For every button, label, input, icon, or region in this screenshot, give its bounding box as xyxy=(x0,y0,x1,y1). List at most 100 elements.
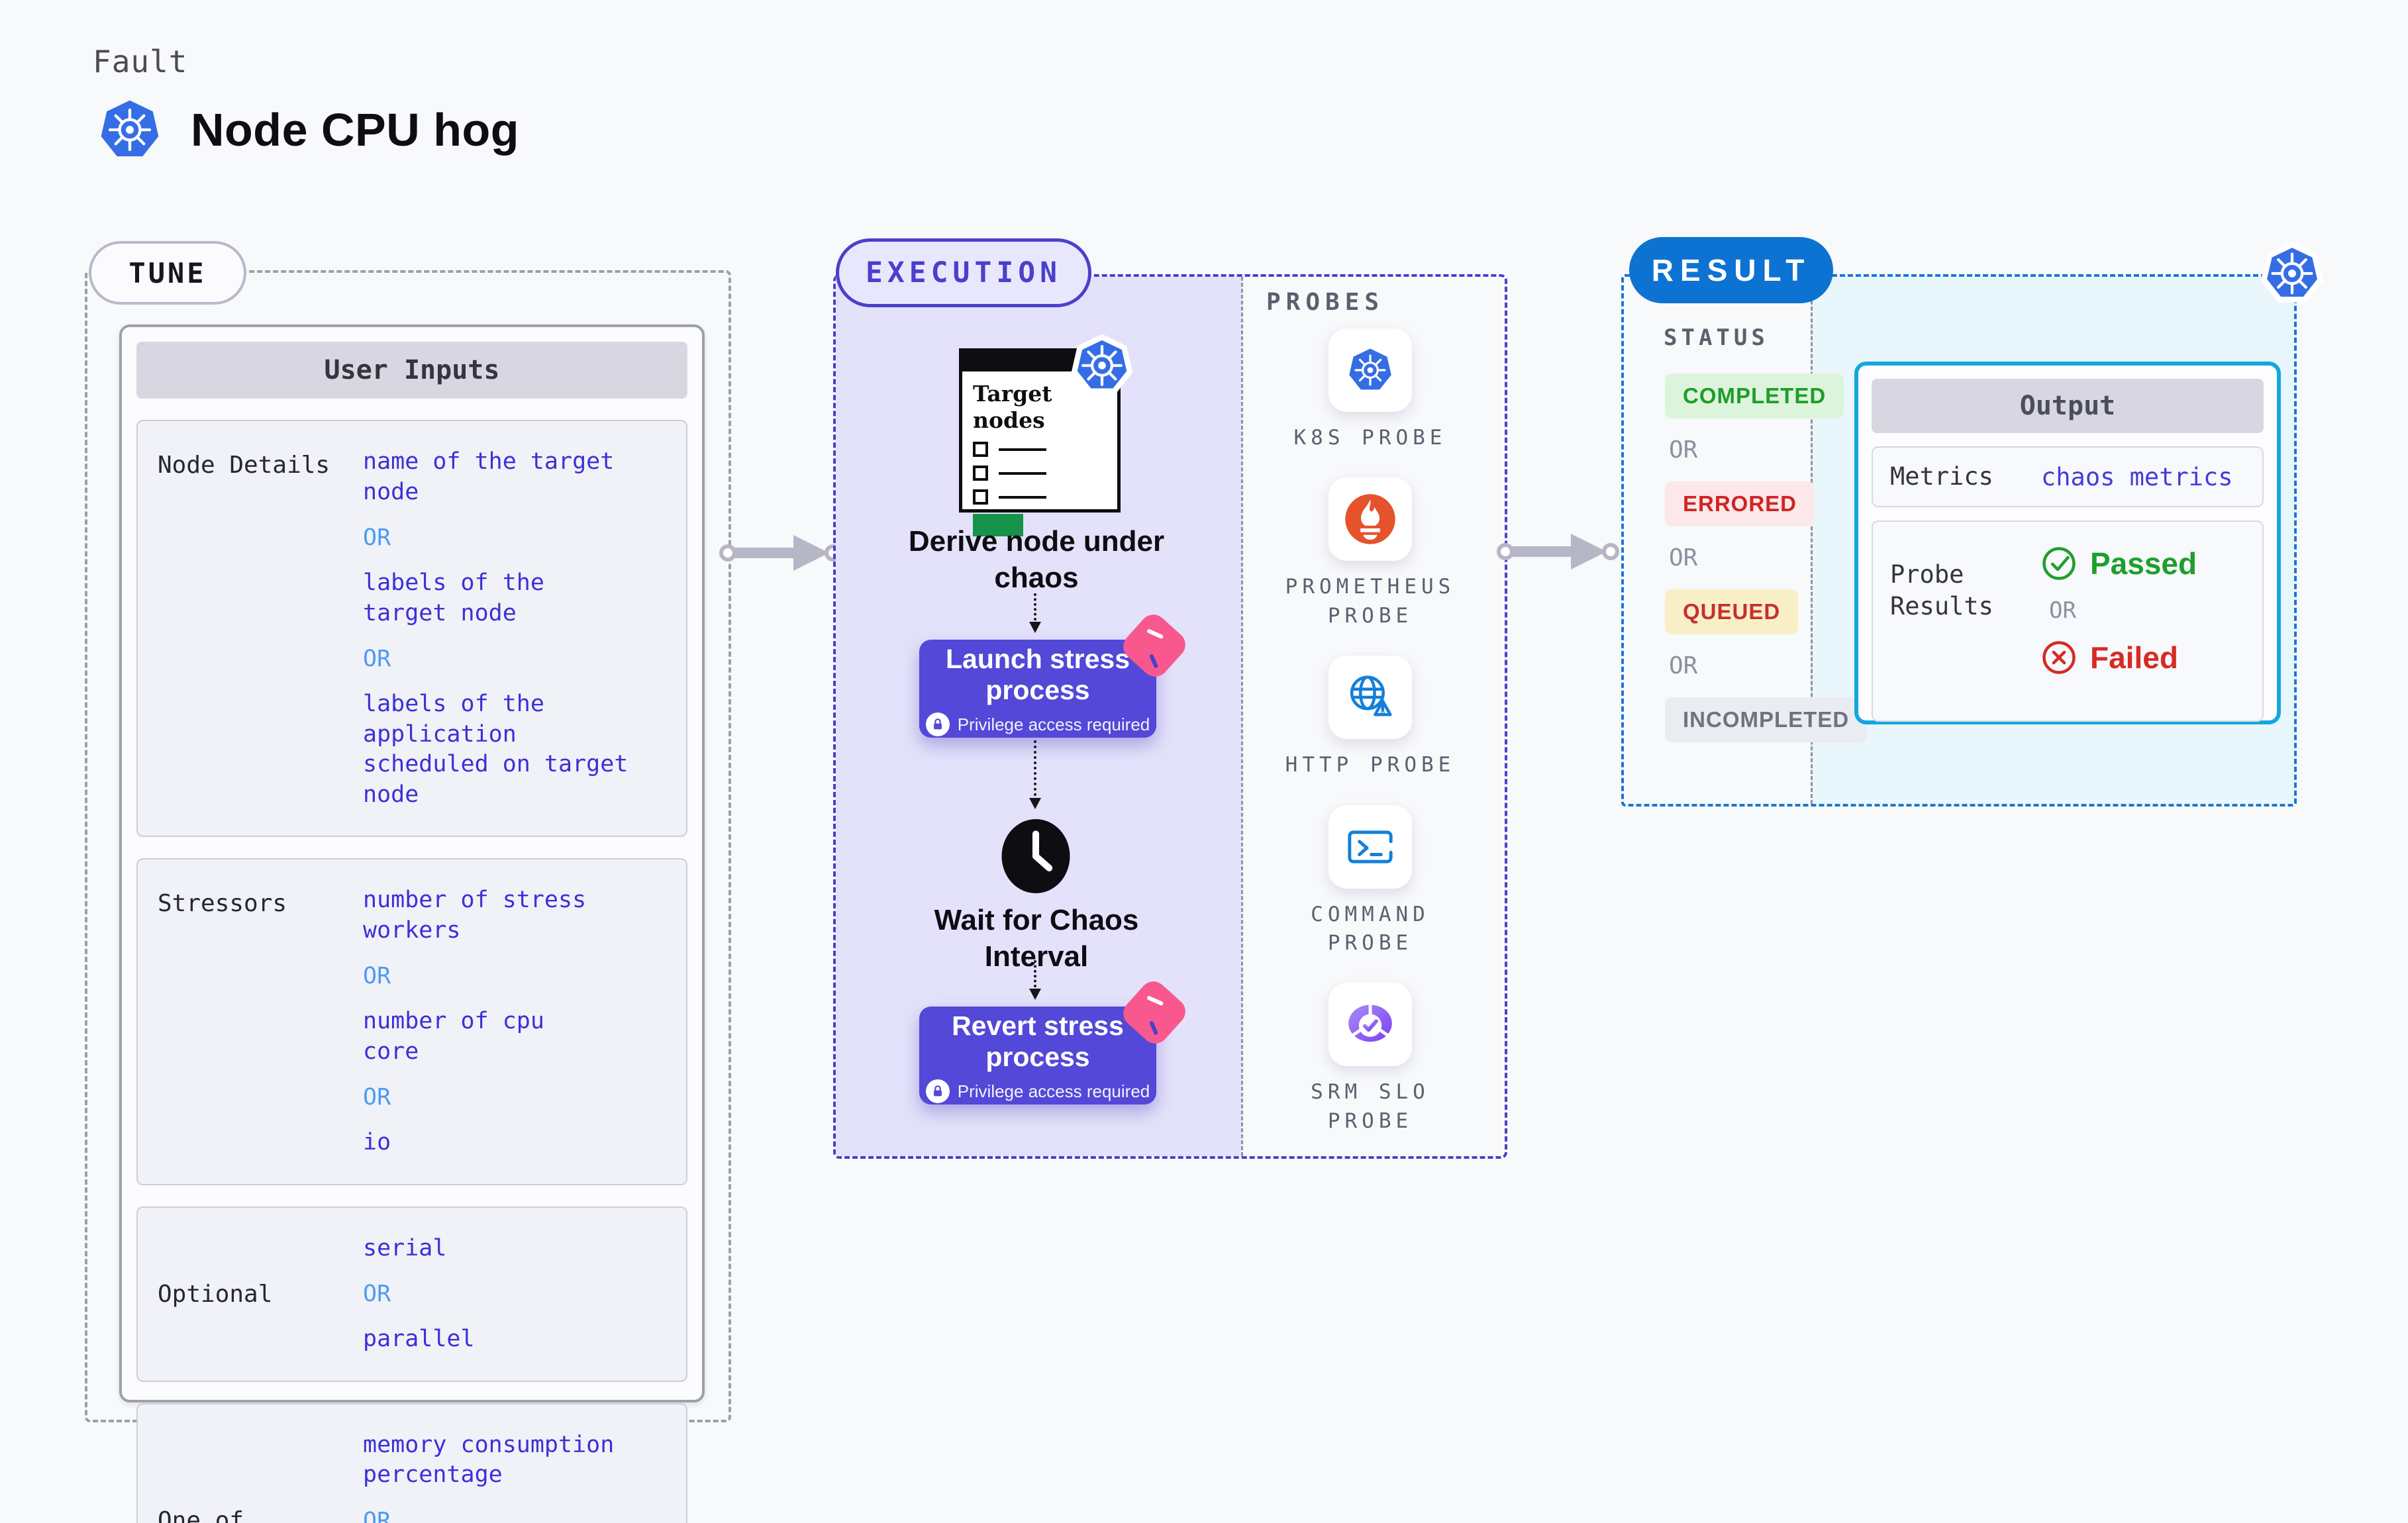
row-label: Optional xyxy=(158,1280,273,1308)
probe-group: SRM SLO PROBE xyxy=(1271,983,1470,1136)
status-badge: COMPLETED xyxy=(1665,373,1844,418)
node-list-item xyxy=(973,442,1107,458)
probes-panel-label: PROBES xyxy=(1266,289,1385,316)
privilege-note: Privilege access required xyxy=(925,1079,1150,1104)
launch-stress-title: Launch stress process xyxy=(946,643,1130,705)
lock-icon xyxy=(925,1079,950,1104)
kubernetes-icon xyxy=(1343,343,1397,397)
input-value: number of stress workers xyxy=(363,887,587,944)
probe-group: PROMETHEUS PROBE xyxy=(1271,477,1470,630)
failed-line: Failed xyxy=(2041,640,2197,675)
http-icon xyxy=(1343,670,1397,724)
x-circle-icon xyxy=(2042,641,2076,674)
title-row: Node CPU hog xyxy=(93,93,519,167)
probe-group: COMMAND PROBE xyxy=(1271,805,1470,958)
kubernetes-icon xyxy=(93,93,167,167)
fault-eyebrow: Fault xyxy=(93,44,188,79)
or-separator: OR xyxy=(363,1281,391,1307)
or-separator: OR xyxy=(2049,597,2076,624)
row-label: Node Details xyxy=(158,452,330,479)
arrow-execution-to-result xyxy=(1497,534,1619,569)
flow-connector xyxy=(1029,593,1041,633)
result-pill: RESULT xyxy=(1629,237,1833,303)
launch-stress-step: Launch stress process Privilege access r… xyxy=(919,640,1156,738)
node-list-item xyxy=(973,489,1107,505)
probe-results-label: Probe Results xyxy=(1890,560,1993,621)
lock-icon xyxy=(925,712,950,737)
revert-stress-title: Revert stress process xyxy=(952,1010,1124,1072)
execution-pill: EXECUTION xyxy=(836,238,1091,307)
input-value: io xyxy=(363,1129,391,1155)
status-label: STATUS xyxy=(1664,324,1769,351)
passed-label: Passed xyxy=(2090,546,2197,581)
probe-card xyxy=(1329,805,1412,889)
or-separator: OR xyxy=(363,963,391,989)
or-separator: OR xyxy=(1669,652,1698,679)
input-value: name of the target node xyxy=(363,448,615,505)
target-nodes-title: Target nodes xyxy=(973,381,1052,433)
or-separator: OR xyxy=(363,524,391,551)
metrics-row: Metrics chaos metrics xyxy=(1872,446,2264,507)
user-inputs-table: User Inputs Node Details name of the targ… xyxy=(119,324,705,1523)
green-button-shape xyxy=(973,514,1023,537)
flow-connector xyxy=(1029,740,1041,809)
probe-card xyxy=(1329,983,1412,1067)
user-inputs-header: User Inputs xyxy=(136,342,687,399)
status-badge: ERRORED xyxy=(1665,481,1815,526)
probe-results-row: Probe Results Passed OR Failed xyxy=(1872,520,2264,722)
metrics-value: chaos metrics xyxy=(2041,462,2233,491)
probe-label: PROMETHEUS PROBE xyxy=(1285,575,1456,628)
probe-label: COMMAND PROBE xyxy=(1311,902,1430,955)
probe-label: SRM SLO PROBE xyxy=(1311,1080,1430,1133)
kubernetes-badge-icon xyxy=(2256,237,2329,310)
probe-card xyxy=(1328,656,1412,740)
input-value: memory consumption percentage xyxy=(363,1431,615,1489)
derive-node-label: Derive node under chaos xyxy=(908,525,1165,594)
wait-chaos-label: Wait for Chaos Interval xyxy=(934,904,1139,973)
probe-card xyxy=(1329,477,1412,562)
probe-card xyxy=(1328,328,1412,412)
probe-group: K8S PROBE xyxy=(1294,328,1447,452)
probe-label: HTTP PROBE xyxy=(1285,753,1456,777)
list-line xyxy=(999,495,1046,499)
or-separator: OR xyxy=(363,1084,391,1110)
probes-list: K8S PROBE PROMETHEUS PROBE HTTP PROBE COMMA… xyxy=(1238,328,1502,1136)
status-badge: INCOMPLETED xyxy=(1665,697,1868,742)
checkbox-icon xyxy=(973,442,988,458)
input-value: parallel xyxy=(363,1326,475,1352)
or-separator: OR xyxy=(1669,544,1698,571)
row-label: Stressors xyxy=(158,890,287,917)
arrow-tune-to-execution xyxy=(719,535,842,571)
checkbox-icon xyxy=(973,466,988,481)
prometheus-icon xyxy=(1343,492,1397,546)
srm-slo-icon xyxy=(1343,997,1397,1052)
status-badge: QUEUED xyxy=(1665,589,1799,634)
probes-divider xyxy=(1241,277,1243,1156)
node-list-item xyxy=(973,466,1107,481)
check-circle-icon xyxy=(2042,547,2076,580)
list-line xyxy=(999,471,1046,475)
failed-label: Failed xyxy=(2090,640,2178,675)
or-separator: OR xyxy=(363,646,391,672)
input-value: labels of the application scheduled on t… xyxy=(363,691,628,808)
passed-line: Passed xyxy=(2041,546,2197,581)
list-line xyxy=(999,448,1046,451)
privilege-note: Privilege access required xyxy=(925,712,1150,737)
page-title: Node CPU hog xyxy=(191,104,519,156)
flow-connector xyxy=(1029,960,1041,1000)
row-label: One of xyxy=(158,1507,244,1523)
metrics-label: Metrics xyxy=(1890,462,1993,491)
output-box: Output Metrics chaos metrics Probe Resul… xyxy=(1854,362,2281,724)
probe-group: HTTP PROBE xyxy=(1285,656,1456,779)
input-value: serial xyxy=(363,1234,447,1261)
result-divider xyxy=(1811,277,1813,804)
